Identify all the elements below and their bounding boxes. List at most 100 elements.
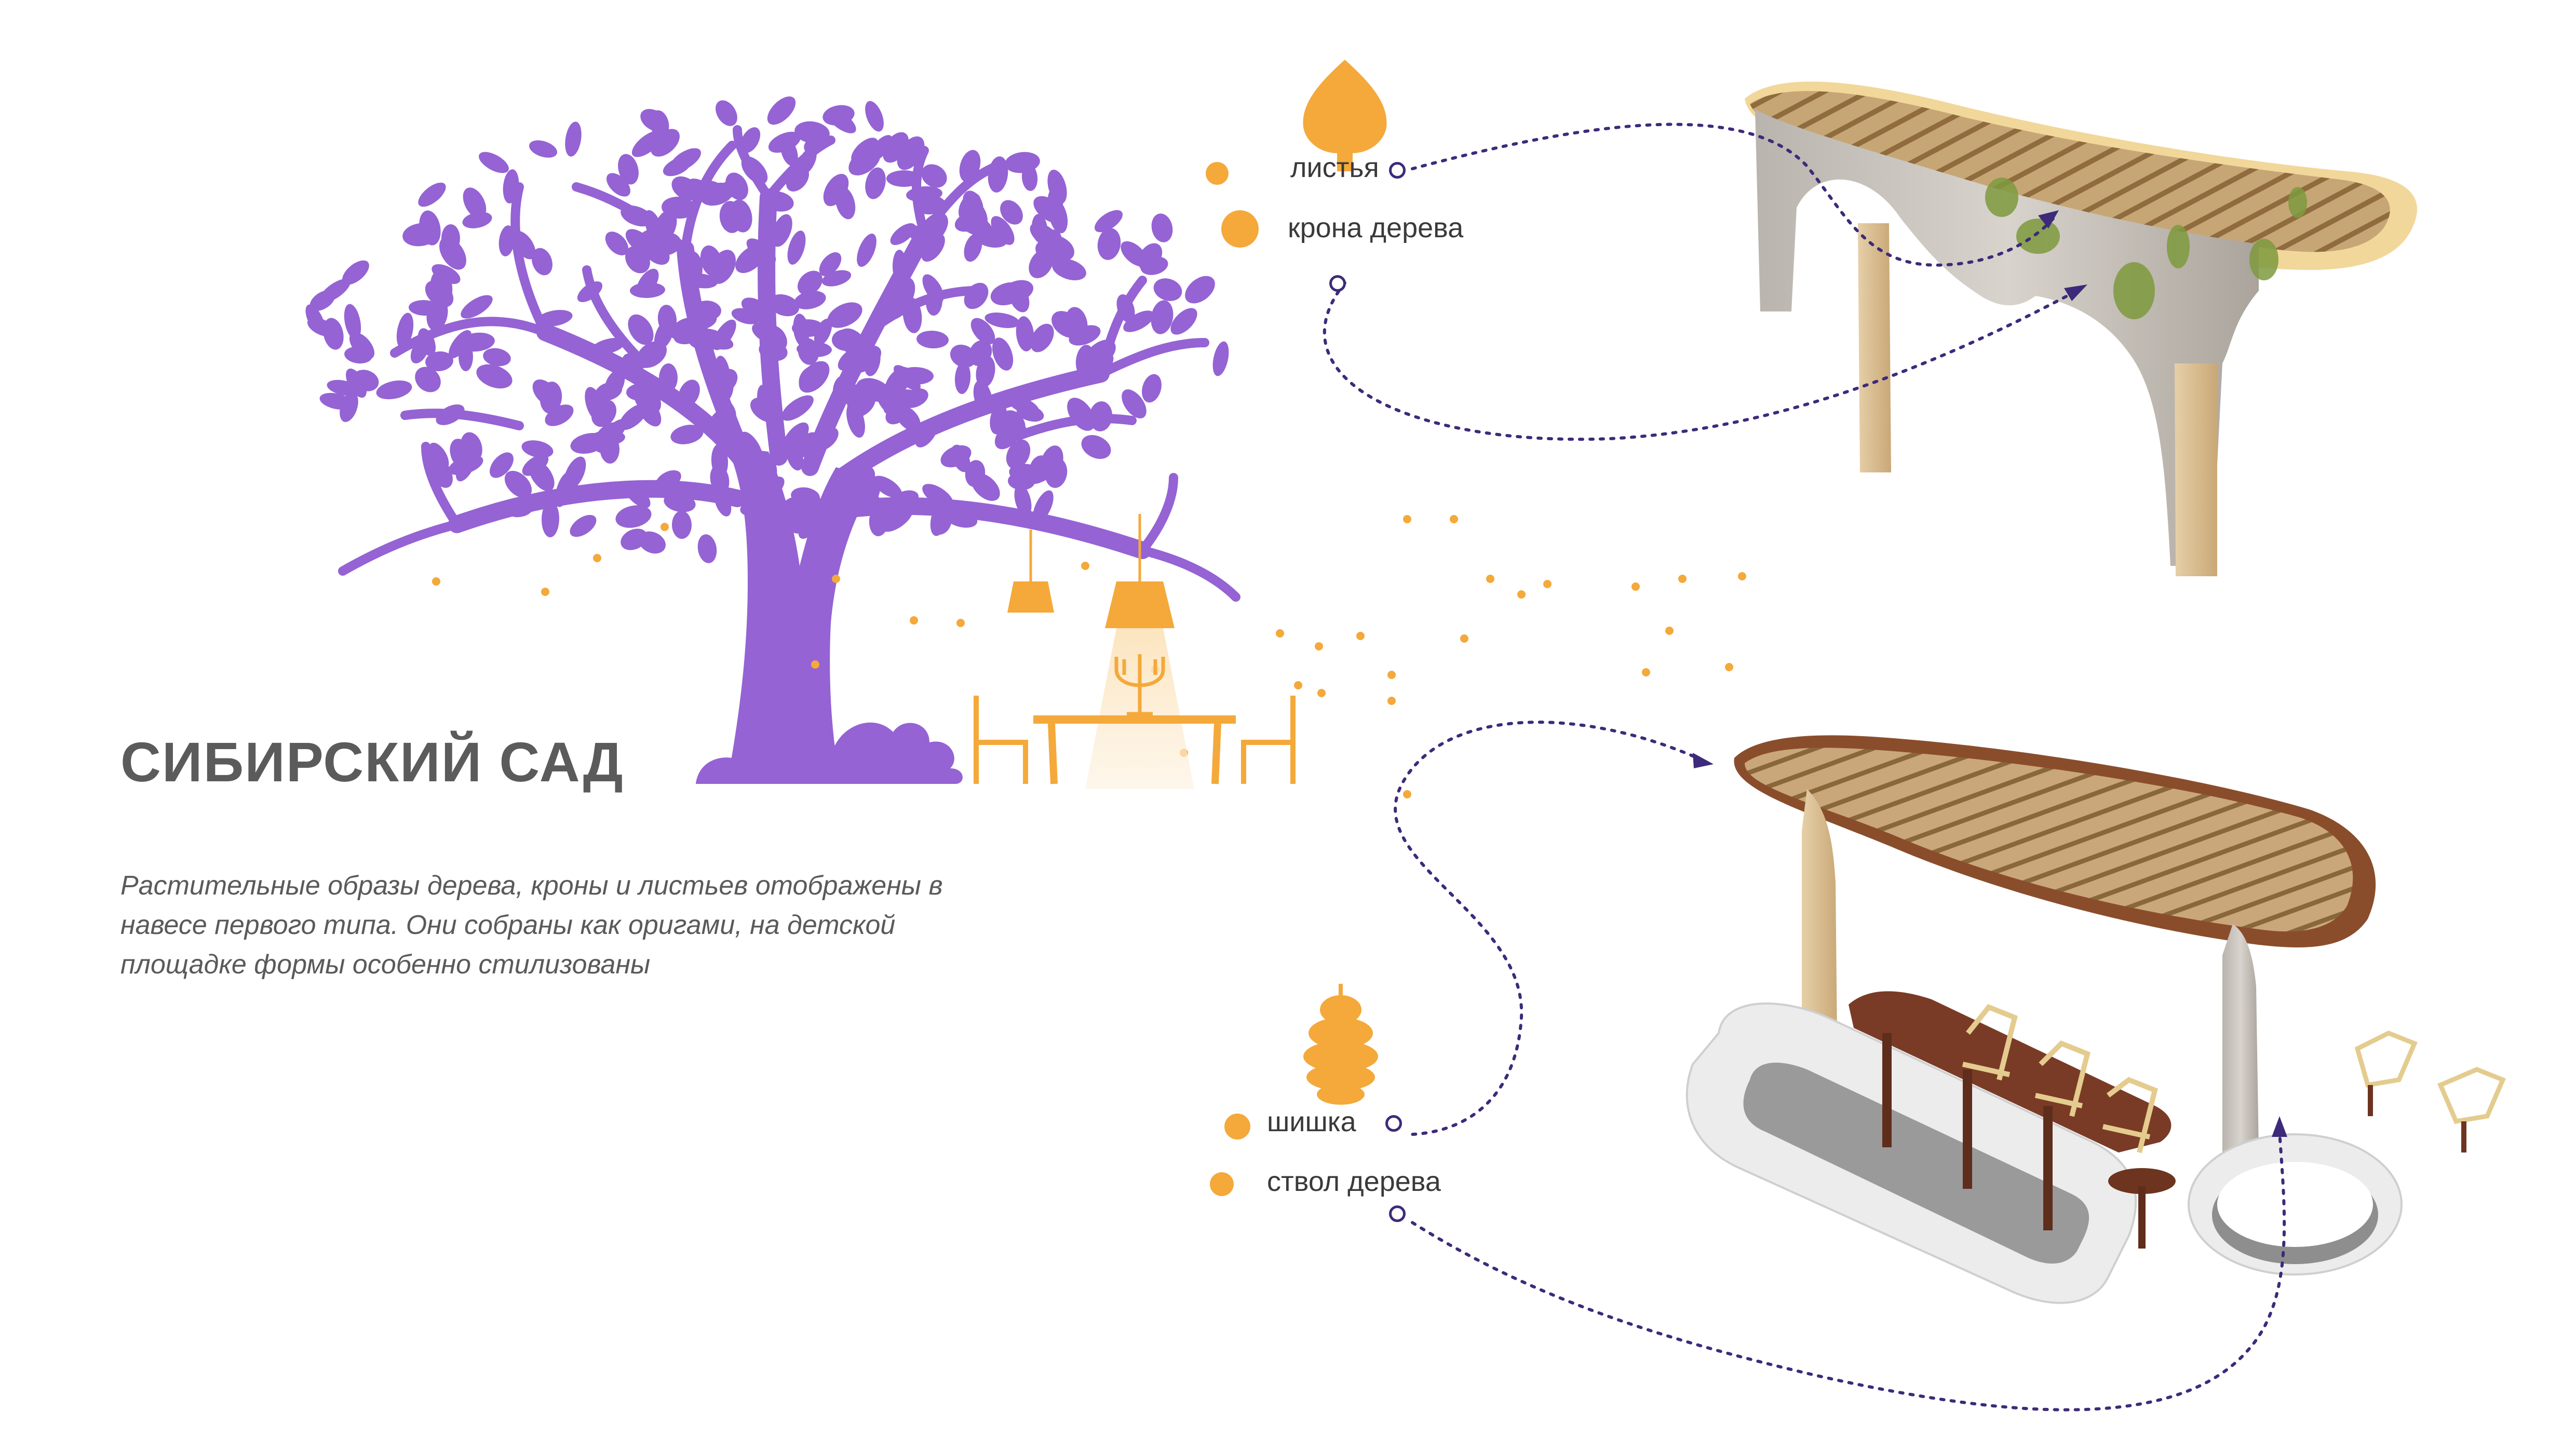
tree-leaf	[710, 465, 730, 495]
tree-leaf	[415, 367, 441, 392]
tree-leaf	[624, 482, 651, 508]
tree-leaf	[919, 212, 948, 245]
legend-label-leaves: листья	[1290, 152, 1379, 183]
tree-leaf	[885, 401, 910, 425]
decorative-dot	[832, 575, 840, 583]
tree-leaf	[735, 245, 765, 273]
tree-leaf	[886, 170, 922, 187]
tree-leaf	[376, 380, 412, 400]
tree-leaf	[817, 516, 846, 538]
tree-leaf	[418, 182, 446, 207]
tree-leaf	[827, 302, 862, 328]
tree-leaf	[536, 310, 573, 327]
decorative-dot	[1387, 697, 1396, 705]
tree-leaf	[570, 514, 597, 537]
legend-dot	[1206, 162, 1229, 185]
decorative-dot	[1356, 632, 1365, 640]
tree-leaf	[951, 444, 970, 472]
tree-leaf	[750, 397, 780, 423]
tree-leaf	[797, 432, 822, 458]
legend-label-cone: шишка	[1267, 1106, 1356, 1137]
tree-leaf	[342, 260, 369, 285]
decorative-dot	[1642, 668, 1650, 676]
tree-leaf	[344, 304, 361, 340]
tree-leaf	[921, 164, 947, 188]
tree-leaf	[630, 282, 665, 299]
tree-leaf	[633, 385, 662, 414]
tree-leaf	[1097, 228, 1121, 260]
decorative-dot	[1276, 629, 1284, 638]
tree-leaf	[922, 484, 953, 508]
tree-leaf	[943, 508, 978, 528]
tree-leaf	[621, 205, 653, 227]
tree-leaf	[430, 270, 453, 304]
chair-icon	[1241, 696, 1296, 784]
tree-leaf	[984, 313, 1020, 328]
tree-leaf	[950, 344, 977, 368]
decorative-dot	[1450, 515, 1458, 523]
decorative-dot	[1725, 663, 1733, 671]
decorative-dot	[1543, 580, 1552, 588]
tree-leaf	[794, 121, 830, 144]
tree-leaf	[838, 328, 867, 356]
tree-leaf	[781, 395, 814, 421]
tree-leaf	[902, 297, 922, 333]
connector-lines	[1323, 123, 2286, 1412]
tree-leaf	[847, 345, 882, 373]
tree-leaf	[712, 369, 738, 395]
tree-leaf	[882, 506, 913, 532]
tree-leaf	[529, 140, 558, 158]
tree-leaf	[622, 353, 644, 385]
tree-leaf	[521, 440, 554, 458]
tree-leaf	[954, 212, 981, 232]
tree-leaf	[740, 127, 761, 153]
tree-leaf	[970, 318, 995, 345]
decorative-dot	[1315, 642, 1323, 650]
tree-leaf	[884, 367, 911, 399]
tree-leaf	[319, 278, 350, 303]
tree-leaf	[1069, 325, 1101, 346]
tree-leaf	[1008, 472, 1035, 491]
decorative-dot	[432, 577, 440, 586]
tree-leaf	[799, 365, 824, 391]
legend-dot	[1221, 210, 1259, 248]
tree-leaf	[352, 370, 379, 391]
tree-leaf	[591, 399, 617, 427]
tree-leaf	[319, 392, 354, 410]
tree-leaf	[307, 317, 336, 337]
tree-leaf	[954, 362, 971, 394]
tree-leaf	[490, 452, 514, 478]
tree-leaf	[768, 294, 800, 317]
tree-leaf	[462, 212, 492, 228]
tree-leaf	[1151, 213, 1173, 242]
tree-leaf	[655, 470, 681, 491]
tree-leaf	[541, 501, 560, 537]
tree-leaf	[719, 201, 743, 233]
decorative-dot	[1738, 572, 1746, 580]
tree-leaf	[1122, 389, 1147, 418]
tree-leaf	[1016, 404, 1044, 422]
decorative-dot	[1403, 790, 1411, 798]
legend-label-crown: крона дерева	[1288, 212, 1464, 243]
tree-leaf	[670, 425, 704, 444]
tree-leaf	[865, 167, 886, 199]
tree-leaf	[426, 297, 448, 331]
tree-leaf	[483, 348, 511, 367]
decorative-dot	[541, 588, 549, 596]
tree-leaf	[532, 379, 559, 407]
tree-leaf	[767, 96, 796, 125]
tree-leaf	[740, 499, 767, 516]
tree-leaf	[1142, 374, 1162, 403]
tree-leaf	[797, 341, 832, 358]
tree-leaf	[773, 497, 800, 528]
tree-leaf	[678, 379, 700, 408]
tree-leaf	[1067, 398, 1095, 431]
tree-leaf	[439, 237, 466, 270]
decorative-dot	[593, 554, 601, 562]
decorative-dot	[811, 660, 819, 669]
tree-leaf	[1081, 435, 1111, 459]
tree-leaf	[461, 295, 493, 319]
pinecone-icon	[1303, 984, 1378, 1105]
decorative-dot	[1517, 590, 1526, 599]
